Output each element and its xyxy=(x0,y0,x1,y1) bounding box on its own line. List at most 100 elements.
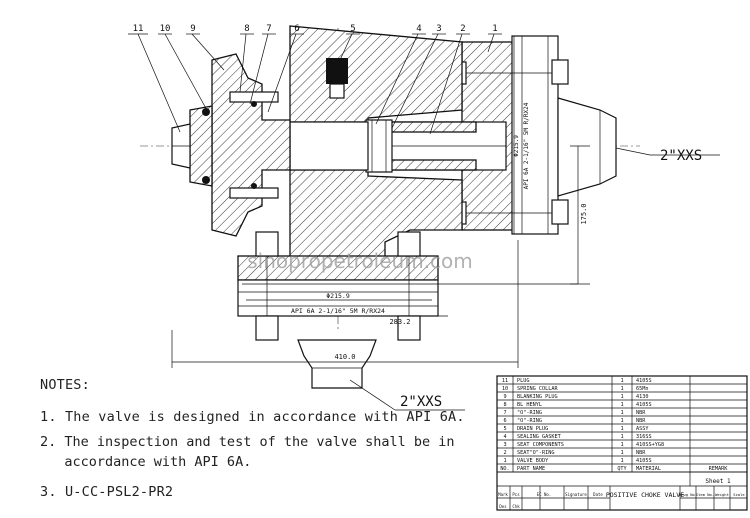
bom-cell-qty: 1 xyxy=(620,394,623,400)
note-3: 3. U-CC-PSL2-PR2 xyxy=(40,484,174,500)
spring-collar xyxy=(189,105,213,187)
dim-horizontal-diameter: Φ215.9 xyxy=(326,292,350,300)
bom-cell-name: BLANKING PLUG xyxy=(517,394,558,400)
bom-cell-no: 3 xyxy=(503,442,506,448)
bom-cell-name: "O"-RING xyxy=(517,418,542,424)
bom-cell-no: 10 xyxy=(502,386,508,392)
bom-cell-material: 4105S xyxy=(636,378,652,384)
bottom-outlet-nozzle xyxy=(297,339,377,389)
watermark: sinopropetroleum.com xyxy=(247,249,473,273)
callout-2: 2 xyxy=(460,24,465,34)
bom-sr-drwg: Drwg No. xyxy=(679,492,697,497)
bom-cell-material: 65Mn xyxy=(636,386,649,392)
bom-cell-material: 4105S xyxy=(636,458,652,464)
bom-cell-qty: QTY xyxy=(617,466,627,472)
bom-cell-material: ASSY xyxy=(636,426,649,432)
bom-cell-name: BL HENYL xyxy=(517,402,542,408)
callout-7: 7 xyxy=(266,24,271,34)
notes-title: NOTES: xyxy=(40,377,90,393)
o-ring-upper xyxy=(229,91,279,103)
bom-cell-qty: 1 xyxy=(620,442,623,448)
bom-sh-ecno: EC No. xyxy=(537,492,551,497)
bom-cell-name: SEALING GASKET xyxy=(517,434,561,440)
bom-cell-name: PART NAME xyxy=(517,466,545,472)
bom-cell-name: DRAIN PLUG xyxy=(517,426,548,432)
bom-cell-material: 4105S xyxy=(636,402,652,408)
bom-sh-pcs: Pcs xyxy=(512,492,520,497)
bom-cell-qty: 1 xyxy=(620,434,623,440)
bom-cell-qty: 1 xyxy=(620,450,623,456)
bom-cell-qty: 1 xyxy=(620,410,623,416)
callout-3: 3 xyxy=(436,24,441,34)
bom-cell-no: 1 xyxy=(503,458,506,464)
dim-410: 410.0 xyxy=(334,353,355,361)
bom-cell-name: VALVE BODY xyxy=(517,458,549,464)
bom-cell-no: 6 xyxy=(503,418,506,424)
callout-8: 8 xyxy=(244,24,249,34)
bom-cell-no: 7 xyxy=(503,410,506,416)
bom-cell-no: 2 xyxy=(503,450,506,456)
bom-cell-no: 4 xyxy=(503,434,506,440)
callout-4: 4 xyxy=(416,24,421,34)
bottom-flange xyxy=(237,231,439,341)
bom-sh-chk: Chk xyxy=(512,504,520,509)
bom-cell-material: 4130 xyxy=(636,394,649,400)
bom-cell-material: 410SS+YG8 xyxy=(636,442,664,448)
bom-cell-qty: 1 xyxy=(620,458,623,464)
bom-cell-no: 8 xyxy=(503,402,506,408)
bom-cell-name: SEAT"O"-RING xyxy=(517,450,554,456)
callout-1: 1 xyxy=(492,24,497,34)
bom-cell-name: PLUG xyxy=(517,378,530,384)
bom-cell-remark: REMARK xyxy=(709,466,729,472)
bom-cell-no: NO. xyxy=(500,466,509,472)
callout-5: 5 xyxy=(350,24,355,34)
bom-cell-material: MATERIAL xyxy=(636,466,661,472)
bom-cell-qty: 1 xyxy=(620,402,623,408)
bom-sh-signature: Signature xyxy=(565,492,587,497)
right-connection-label: 2"XXS xyxy=(660,148,702,164)
blanking-plug-nut xyxy=(211,53,291,237)
dim-vertical-diameter: Φ215.9 xyxy=(513,135,520,157)
flange-callout-horizontal: API 6A 2-1/16" 5M R/RX24 xyxy=(291,307,385,315)
bom-cell-name: "O"-RING xyxy=(517,410,542,416)
bom-cell-qty: 1 xyxy=(620,418,623,424)
right-outlet-nozzle xyxy=(557,97,617,197)
callout-6: 6 xyxy=(294,24,299,34)
bom-sh-des: Des xyxy=(499,504,507,509)
bom-cell-no: 9 xyxy=(503,394,506,400)
bom-cell-material: NBR xyxy=(636,450,646,456)
bom-sheet: Sheet 1 xyxy=(705,478,731,485)
callout-11: 11 xyxy=(133,24,144,34)
bom-cell-no: 5 xyxy=(503,426,506,432)
bom-cell-name: SPRING COLLAR xyxy=(517,386,558,392)
callout-10: 10 xyxy=(160,24,171,34)
bom-cell-material: NBR xyxy=(636,410,646,416)
bottom-connection-label: 2"XXS xyxy=(400,394,442,410)
body-upper-wall xyxy=(289,25,463,123)
note-1: 1. The valve is designed in accordance w… xyxy=(40,409,465,425)
bom-sr-item: Item No. xyxy=(696,492,714,497)
valve-cavity xyxy=(289,121,369,171)
bom-cell-qty: 1 xyxy=(620,378,623,384)
bom-cell-qty: 1 xyxy=(620,426,623,432)
dim-283: 283.2 xyxy=(389,318,410,326)
bom-cell-name: SEAT COMPONENTS xyxy=(517,442,564,448)
seat-component xyxy=(365,119,393,173)
dimension-lines xyxy=(171,36,590,368)
dim-vertical-height: 175.0 xyxy=(580,203,588,224)
o-ring-lower xyxy=(229,187,279,199)
callout-9: 9 xyxy=(190,24,195,34)
note-2: 2. The inspection and test of the valve … xyxy=(40,434,455,470)
drain-plug xyxy=(326,58,348,99)
part-callouts: 11 10 9 8 7 6 5 4 3 2 1 xyxy=(128,24,502,135)
bom-cell-material: 316SS xyxy=(636,434,652,440)
bom-cell-qty: 1 xyxy=(620,386,623,392)
bom-sh-mark: Mark xyxy=(498,492,508,497)
bom-sh-date: Date xyxy=(593,492,603,497)
bom-sr-scale: Scale xyxy=(733,492,745,497)
bom-cell-no: 11 xyxy=(502,378,508,384)
bom-drawing-title: POSITIVE CHOKE VALVE xyxy=(606,491,684,499)
bom-cell-material: NBR xyxy=(636,418,646,424)
